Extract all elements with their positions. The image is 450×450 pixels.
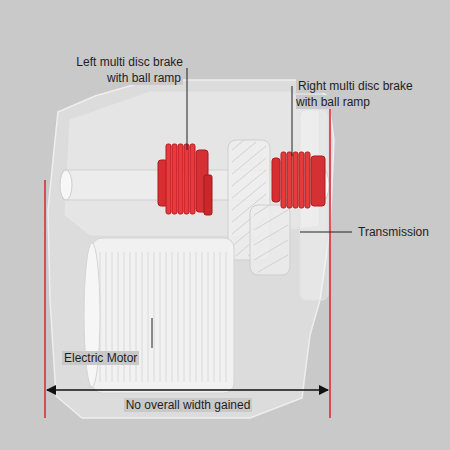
label-text: Right multi disc brake with ball ramp <box>296 79 413 109</box>
brake-disc <box>299 152 304 208</box>
part-label: Electric Motor <box>62 350 172 366</box>
dimension-arrow <box>47 389 328 391</box>
brake-disc <box>184 144 189 214</box>
brake-disc <box>172 144 177 214</box>
shaft-end <box>60 170 72 200</box>
housing-outline <box>48 80 334 418</box>
leader-line <box>152 318 153 348</box>
housing-flange <box>300 110 328 300</box>
width-limit-line <box>329 100 331 418</box>
brake-disc <box>166 144 171 214</box>
brake-disc <box>281 152 286 208</box>
label-text: Transmission <box>356 225 431 239</box>
motor-body <box>92 238 234 393</box>
brake-disc <box>287 152 292 208</box>
brake-disc <box>178 144 183 214</box>
brake-lever <box>204 175 212 215</box>
gear-wheel <box>250 205 290 275</box>
leader-line <box>300 232 352 233</box>
ball-ramp <box>311 156 325 206</box>
part-label: Right multi disc brake with ball ramp <box>296 78 424 110</box>
leader-line <box>187 68 188 150</box>
label-text: Left multi disc brake with ball ramp <box>74 55 183 85</box>
brake-disc <box>293 152 298 208</box>
motor-end-cap <box>84 243 100 387</box>
dimension-label: No overall width gained <box>88 397 288 413</box>
width-limit-line <box>44 180 46 418</box>
brake-actuator <box>272 158 280 202</box>
part-label: Transmission <box>356 224 444 240</box>
label-text: Electric Motor <box>62 351 139 365</box>
part-label: Left multi disc brake with ball ramp <box>55 54 183 86</box>
label-text: No overall width gained <box>124 398 253 412</box>
brake-disc <box>190 144 195 214</box>
gear-teeth <box>254 205 288 272</box>
brake-disc <box>305 152 310 208</box>
leader-line <box>292 86 293 156</box>
